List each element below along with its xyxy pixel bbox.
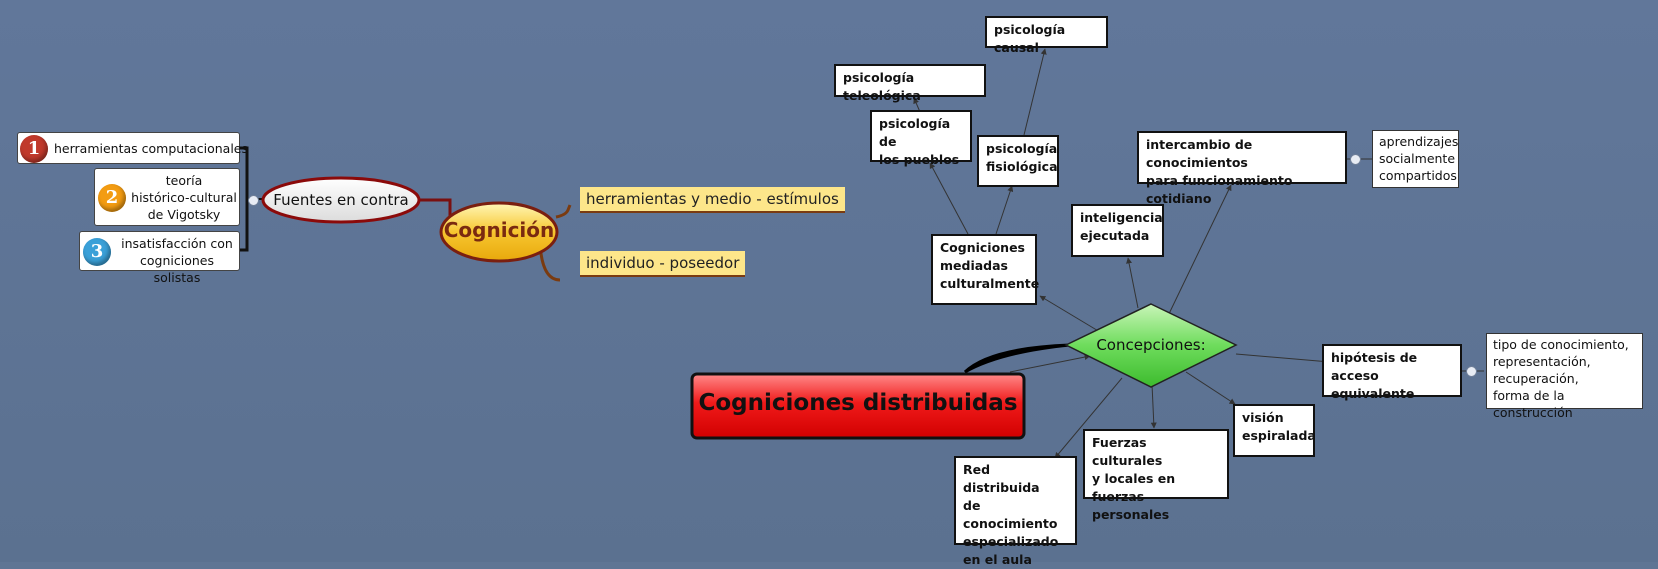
node-vision[interactable]: visión espiralada bbox=[1233, 404, 1316, 457]
number-3-icon: 3 bbox=[83, 238, 111, 266]
number-1-icon: 1 bbox=[20, 135, 48, 163]
concepciones-topic[interactable]: Concepciones: bbox=[1066, 336, 1236, 354]
central-topic-oval bbox=[439, 201, 559, 263]
node-mediadas[interactable]: Cogniciones mediadas culturalmente bbox=[931, 234, 1039, 305]
concepciones-label: Concepciones: bbox=[1096, 336, 1206, 354]
main-topic-label: Cogniciones distribuidas bbox=[698, 390, 1018, 416]
node-intercambio[interactable]: intercambio de conocimientos para funcio… bbox=[1137, 131, 1347, 206]
node-psicologia-pueblos[interactable]: psicología de los pueblos bbox=[870, 110, 972, 167]
node-fuerzas[interactable]: Fuerzas culturales y locales en fuerzas … bbox=[1083, 429, 1229, 522]
main-topic-rect bbox=[690, 372, 1026, 440]
node-psicologia-causal[interactable]: psicología causal bbox=[985, 16, 1108, 55]
list-item-2[interactable]: 2 teoría histórico-cultural de Vigotsky bbox=[94, 168, 240, 226]
fuentes-topic[interactable]: Fuentes en contra bbox=[263, 191, 419, 209]
fuentes-oval bbox=[261, 176, 421, 224]
list-item-1[interactable]: 1 herramientas computacionales bbox=[17, 132, 248, 164]
node-red[interactable]: Red distribuida de conocimiento especial… bbox=[954, 456, 1077, 567]
list-item-3-label: insatisfacción con cogniciones solistas bbox=[121, 236, 233, 285]
central-topic-label: Cognición bbox=[443, 218, 555, 242]
number-2-icon: 2 bbox=[98, 184, 126, 212]
list-item-3[interactable]: 3 insatisfacción con cogniciones solista… bbox=[79, 231, 240, 285]
node-psicologia-teleologica[interactable]: psicología teleológica bbox=[834, 64, 986, 103]
fuentes-topic-label: Fuentes en contra bbox=[273, 191, 409, 209]
branch-individuo-label: individuo - poseedor bbox=[586, 254, 740, 272]
branch-herramientas[interactable]: herramientas y medio - estímulos bbox=[580, 187, 845, 213]
branch-individuo[interactable]: individuo - poseedor bbox=[580, 251, 746, 277]
hipotesis-collapse-icon[interactable] bbox=[1466, 366, 1477, 377]
main-topic[interactable]: Cogniciones distribuidas bbox=[692, 390, 1024, 416]
concepciones-diamond bbox=[1064, 303, 1238, 388]
central-topic[interactable]: Cognición bbox=[441, 218, 557, 242]
node-inteligencia[interactable]: inteligencia ejecutada bbox=[1071, 204, 1164, 257]
node-hipotesis[interactable]: hipótesis de acceso equivalente bbox=[1322, 344, 1462, 401]
fuentes-collapse-icon[interactable] bbox=[248, 195, 259, 206]
list-item-1-label: herramientas computacionales bbox=[54, 141, 249, 156]
node-aprendizajes[interactable]: aprendizajes socialmente compartidos bbox=[1372, 130, 1459, 188]
node-tipo[interactable]: tipo de conocimiento, representación, re… bbox=[1486, 333, 1643, 420]
branch-herramientas-label: herramientas y medio - estímulos bbox=[586, 190, 839, 208]
intercambio-collapse-icon[interactable] bbox=[1350, 154, 1361, 165]
list-item-2-label: teoría histórico-cultural de Vigotsky bbox=[131, 173, 237, 222]
node-psicologia-fisiologica[interactable]: psicología fisiológica bbox=[977, 135, 1059, 187]
